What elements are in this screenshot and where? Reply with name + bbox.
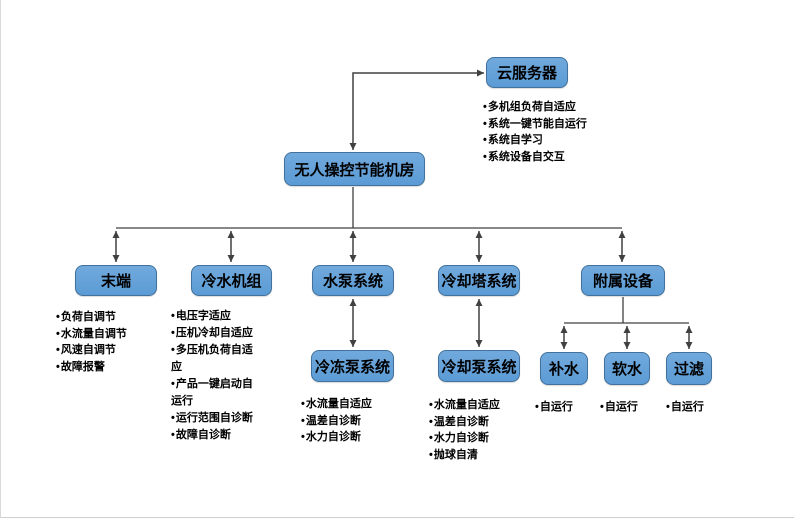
node-filtration[interactable]: 过滤 bbox=[666, 352, 712, 385]
node-chilled-pump-system[interactable]: 冷冻泵系统 bbox=[311, 350, 394, 382]
node-cooling-pump-system[interactable]: 冷却泵系统 bbox=[438, 350, 520, 382]
node-cloud-server[interactable]: 云服务器 bbox=[486, 57, 568, 88]
list-item: 电压字适应 bbox=[171, 308, 256, 325]
node-auxiliary-equipment[interactable]: 附属设备 bbox=[581, 265, 665, 296]
list-item: 水力自诊断 bbox=[301, 429, 393, 446]
node-pump-system[interactable]: 水泵系统 bbox=[312, 265, 394, 296]
list-item: 产品一键启动自运行 bbox=[171, 376, 256, 410]
feature-list-makeup-water: 自运行 bbox=[535, 399, 593, 416]
node-terminal[interactable]: 末端 bbox=[75, 265, 157, 296]
list-item: 水流量自调节 bbox=[56, 326, 148, 343]
list-item: 自运行 bbox=[535, 399, 593, 416]
node-makeup-water[interactable]: 补水 bbox=[540, 352, 588, 385]
list-item: 多压机负荷自适应 bbox=[171, 342, 256, 376]
node-chiller-unit[interactable]: 冷水机组 bbox=[191, 265, 272, 296]
feature-list-cloud-server: 多机组负荷自适应系统一键节能自运行系统自学习系统设备自交互 bbox=[483, 99, 593, 165]
list-item: 故障报警 bbox=[56, 359, 148, 376]
list-item: 温差自诊断 bbox=[301, 413, 393, 430]
feature-list-soft-water: 自运行 bbox=[600, 399, 658, 416]
list-item: 抛球自清 bbox=[429, 447, 521, 464]
list-item: 故障自诊断 bbox=[171, 427, 256, 444]
feature-list-terminal: 负荷自调节水流量自调节风速自调节故障报警 bbox=[56, 309, 148, 375]
feature-list-chiller-unit: 电压字适应压机冷却自适应多压机负荷自适应产品一键启动自运行运行范围自诊断故障自诊… bbox=[171, 308, 256, 444]
node-root[interactable]: 无人操控节能机房 bbox=[284, 152, 425, 186]
list-item: 温差自诊断 bbox=[429, 414, 521, 431]
list-item: 压机冷却自适应 bbox=[171, 325, 256, 342]
list-item: 风速自调节 bbox=[56, 342, 148, 359]
list-item: 自运行 bbox=[600, 399, 658, 416]
feature-list-cooling-pump-system: 水流量自适应温差自诊断水力自诊断抛球自清 bbox=[429, 397, 521, 463]
node-cooling-tower-system[interactable]: 冷却塔系统 bbox=[438, 265, 520, 296]
list-item: 系统一键节能自运行 bbox=[483, 116, 593, 133]
connector-root-cloud bbox=[349, 69, 484, 150]
feature-list-chilled-pump-system: 水流量自适应温差自诊断水力自诊断 bbox=[301, 396, 393, 446]
list-item: 多机组负荷自适应 bbox=[483, 99, 593, 116]
list-item: 水流量自适应 bbox=[429, 397, 521, 414]
feature-list-filtration: 自运行 bbox=[666, 399, 724, 416]
list-item: 运行范围自诊断 bbox=[171, 410, 256, 427]
list-item: 水流量自适应 bbox=[301, 396, 393, 413]
list-item: 负荷自调节 bbox=[56, 309, 148, 326]
list-item: 系统自学习 bbox=[483, 132, 593, 149]
node-soft-water[interactable]: 软水 bbox=[604, 352, 650, 385]
list-item: 系统设备自交互 bbox=[483, 149, 593, 166]
list-item: 自运行 bbox=[666, 399, 724, 416]
list-item: 水力自诊断 bbox=[429, 430, 521, 447]
